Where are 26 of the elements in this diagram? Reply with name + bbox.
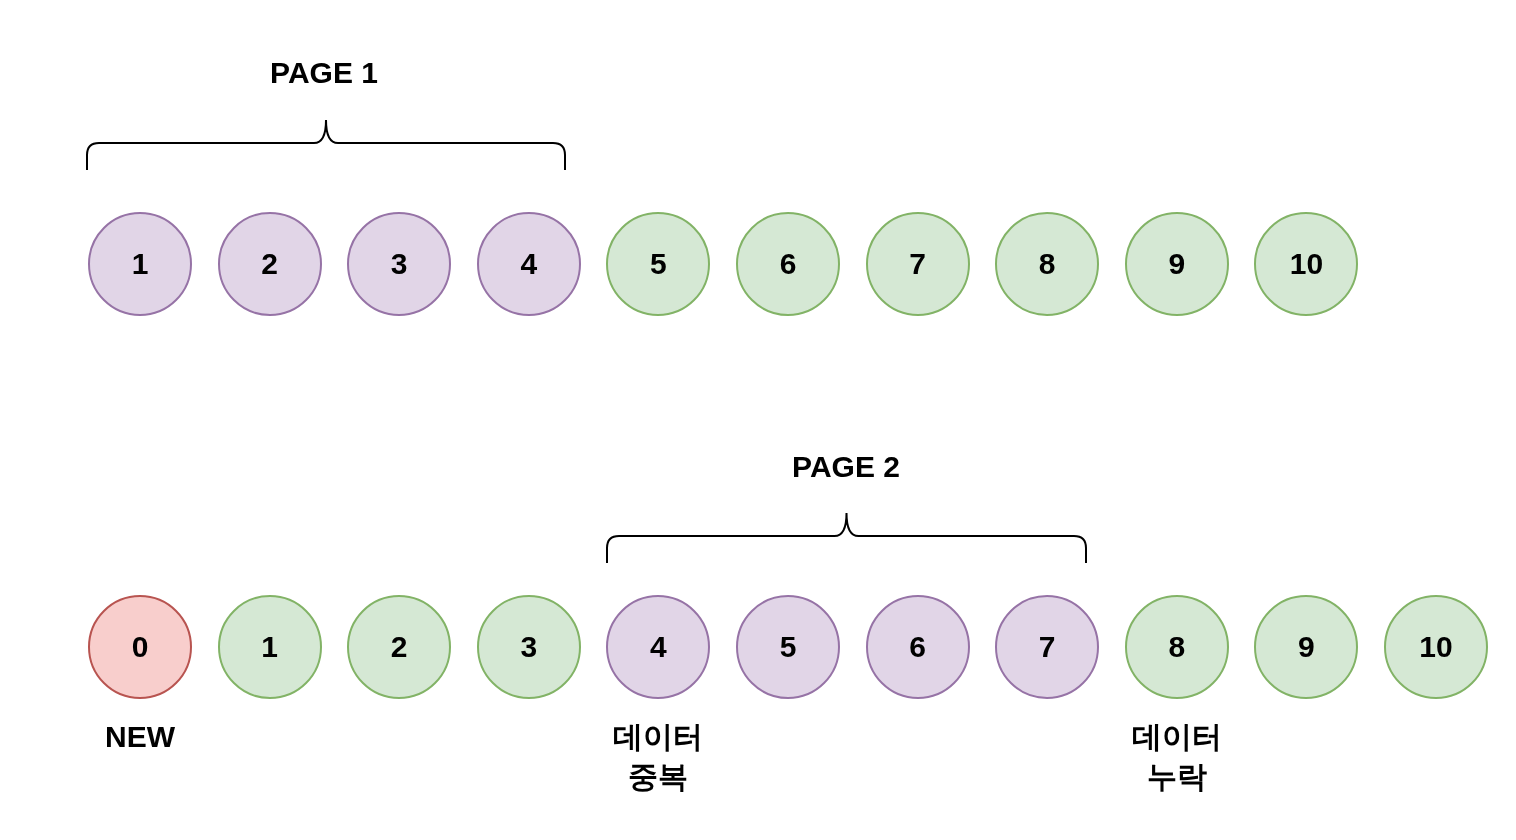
node-number: 1 — [261, 630, 278, 664]
node-number: 3 — [520, 630, 538, 664]
node-number: 10 — [1419, 630, 1453, 664]
page-label: PAGE 1 — [270, 56, 378, 90]
node-number: 6 — [909, 630, 926, 664]
node-number: 9 — [1168, 247, 1186, 281]
node-number: 5 — [779, 630, 797, 664]
node-number: 6 — [779, 247, 797, 281]
node-label: 데이터 누락 — [1130, 719, 1223, 795]
node-number: 0 — [131, 630, 149, 664]
node-number: 1 — [131, 247, 149, 281]
node-number: 2 — [390, 630, 408, 664]
node-number: 4 — [520, 247, 538, 281]
node-number: 9 — [1298, 630, 1315, 664]
node-number: 7 — [909, 247, 926, 281]
node-label: NEW — [104, 719, 176, 755]
node-number: 10 — [1289, 247, 1324, 281]
node-number: 7 — [1038, 630, 1056, 664]
node-number: 8 — [1038, 247, 1056, 281]
node-label: 데이터 중복 — [612, 719, 705, 795]
node-number: 2 — [261, 247, 278, 281]
node-number: 3 — [390, 247, 408, 281]
node-number: 5 — [650, 247, 667, 281]
node-number: 8 — [1168, 630, 1186, 664]
page-label: PAGE 2 — [792, 450, 900, 484]
node-number: 4 — [650, 630, 667, 664]
